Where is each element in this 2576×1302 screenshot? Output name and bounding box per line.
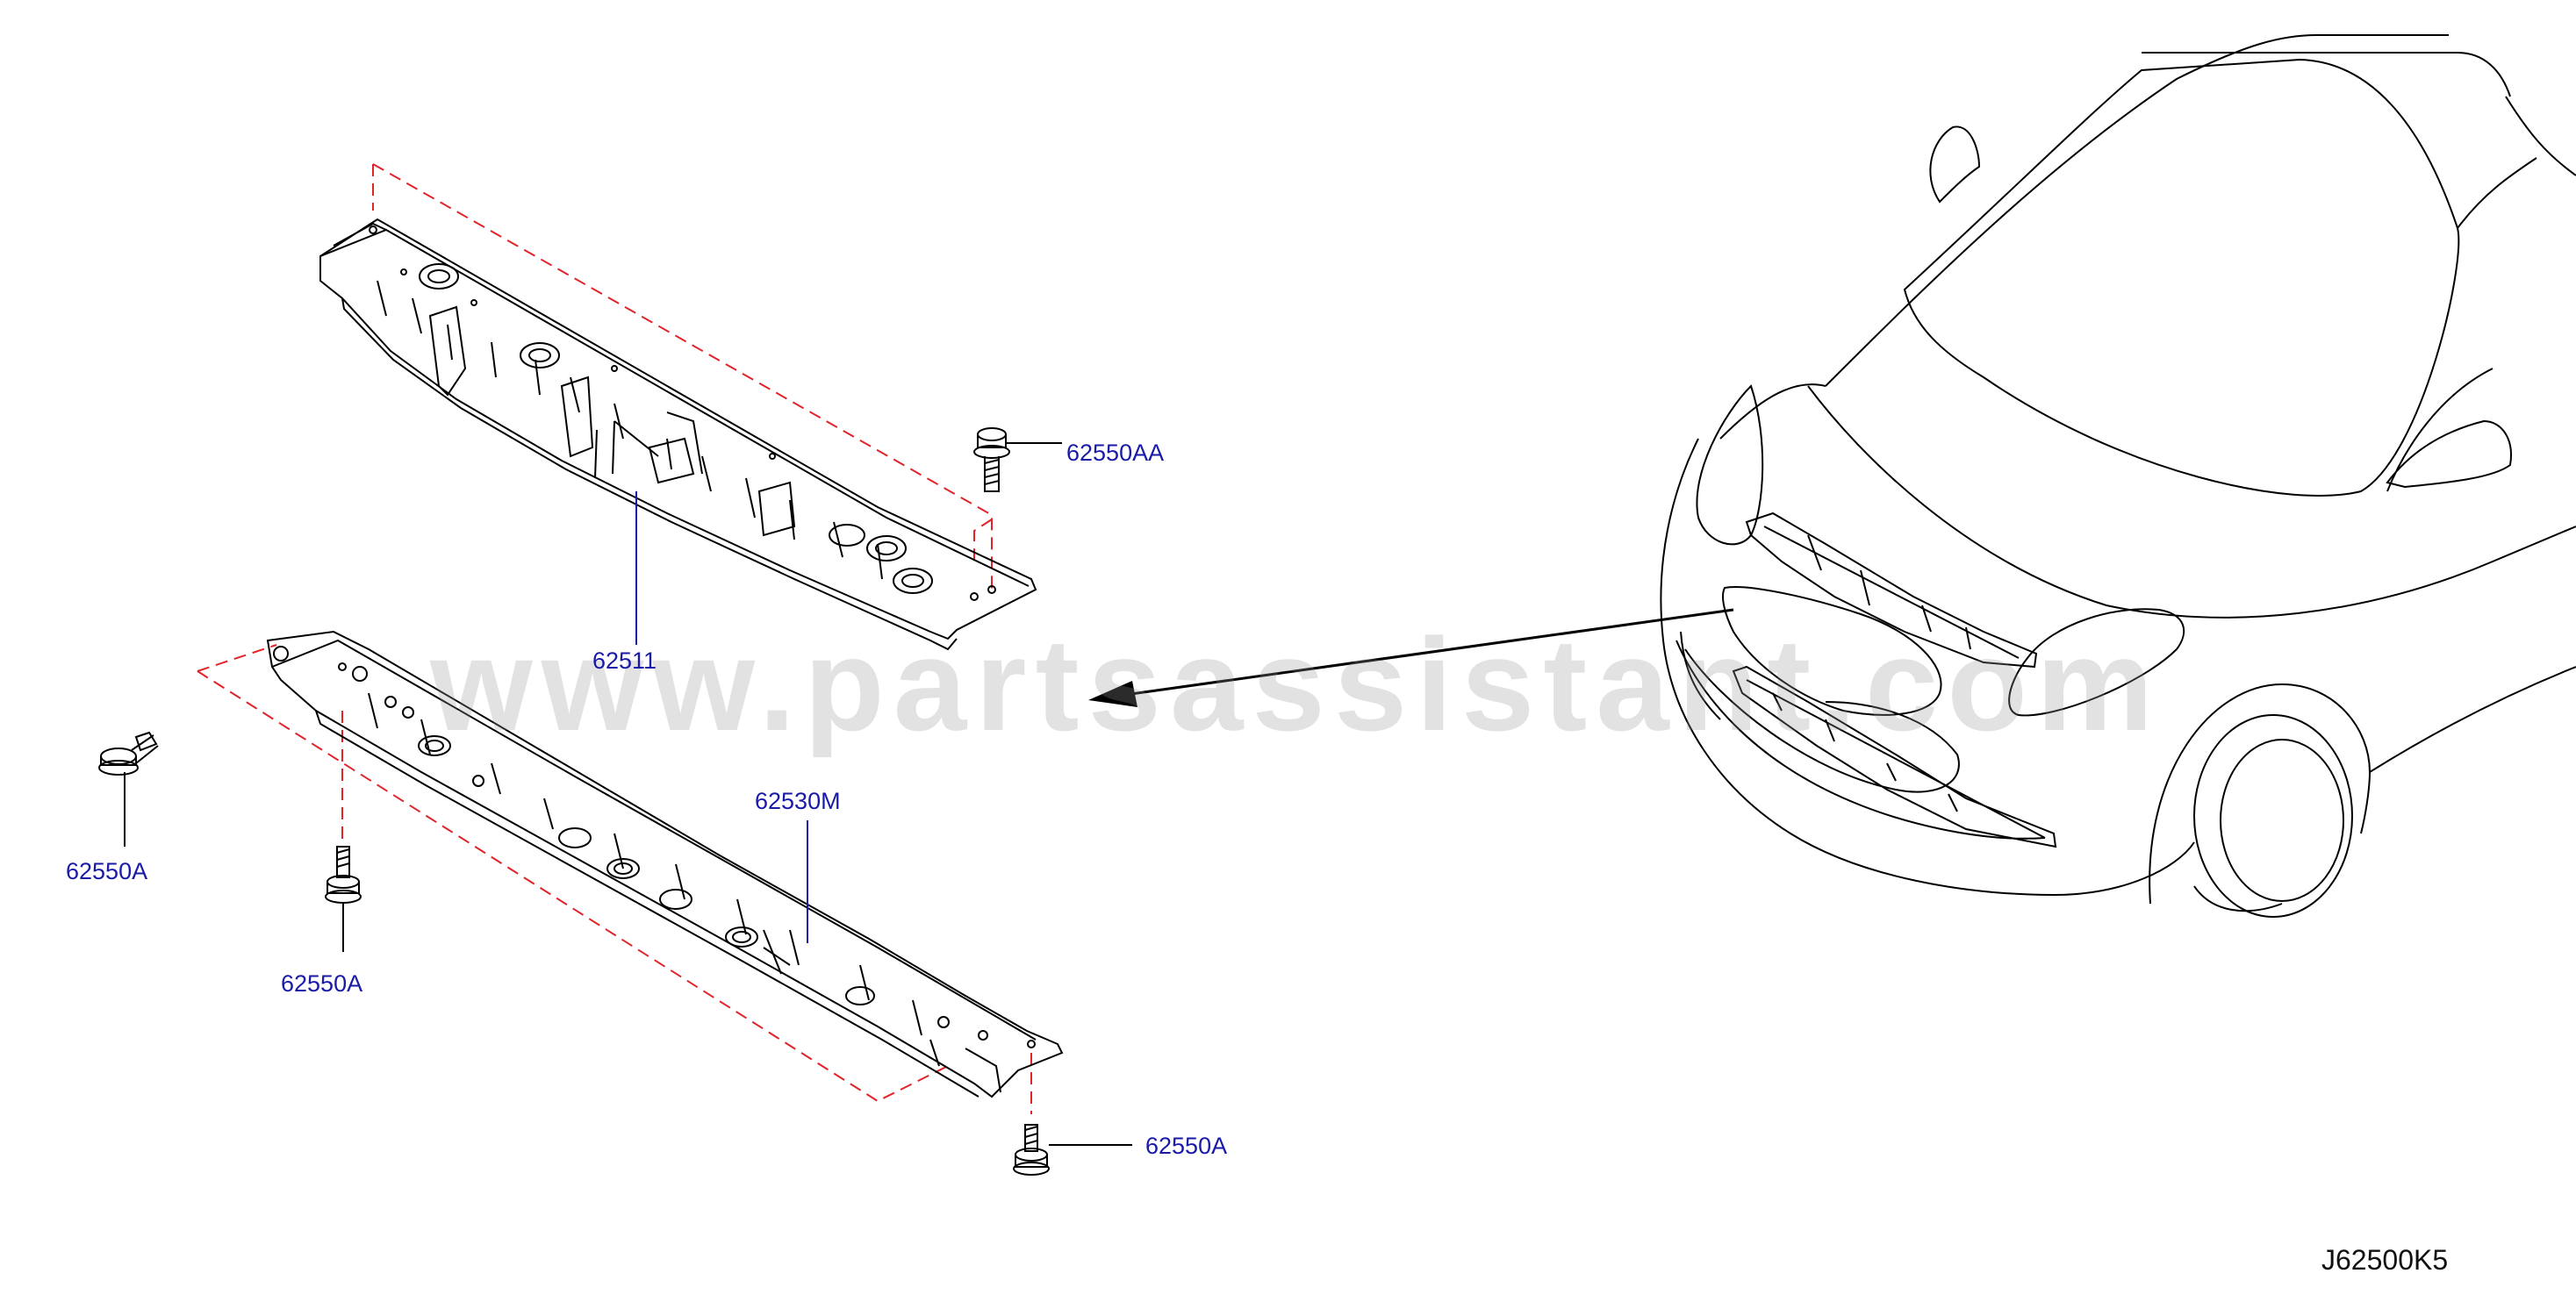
label-62550a-lower-right[interactable]: 62550A (1145, 1133, 1228, 1159)
bolt-62550aa (973, 427, 1062, 492)
leader-lines (635, 491, 808, 943)
label-62550a-middle[interactable]: 62550A (281, 970, 363, 997)
bolt-62550a-lower-right (1013, 1124, 1132, 1176)
diagram-code: J62500K5 (2321, 1244, 2449, 1276)
label-62511[interactable]: 62511 (592, 647, 657, 674)
bolt-62550a-left (98, 731, 159, 847)
car-outline-illustration (1088, 34, 2576, 918)
assembly-dashed-lines (197, 163, 1032, 1114)
lower-radiator-core-support (266, 630, 1064, 1098)
label-62550aa[interactable]: 62550AA (1066, 440, 1165, 466)
label-62550a-left[interactable]: 62550A (66, 858, 148, 884)
upper-radiator-core-support (319, 218, 1037, 651)
label-62530m[interactable]: 62530M (755, 788, 841, 814)
bolt-62550a-middle (325, 846, 362, 952)
watermark-text: www.partsassistant.com (430, 611, 2163, 758)
